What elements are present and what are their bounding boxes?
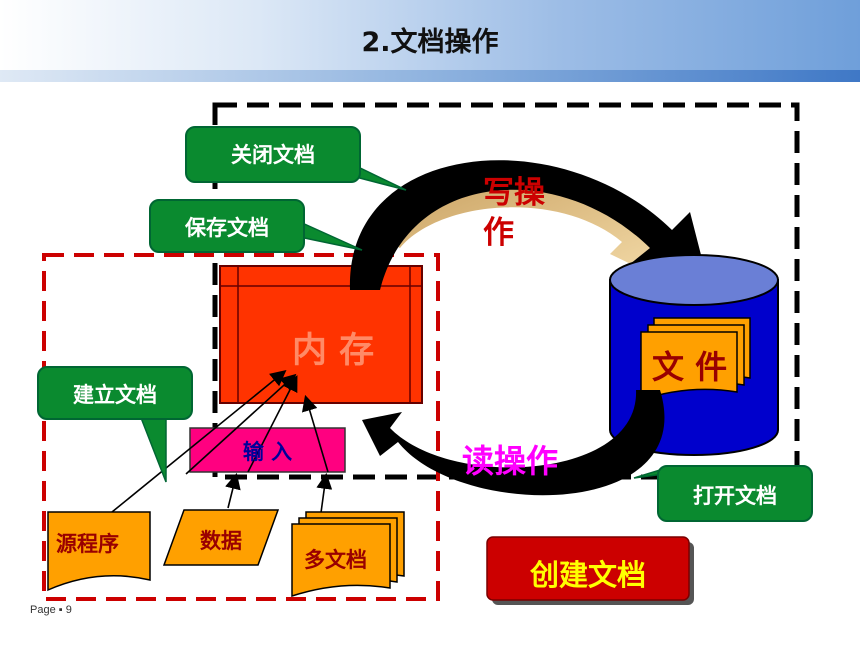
create-doc-button-shape[interactable] [486, 536, 694, 605]
memory-block [219, 265, 423, 404]
memory-region-dashed-box [212, 102, 800, 480]
page-number: Page ▪ 9 [30, 604, 72, 616]
header-bar [0, 70, 860, 82]
callout-save-doc [149, 199, 363, 253]
header-background [0, 0, 860, 82]
multi-doc-label: 多文档 [304, 548, 367, 572]
save-doc-label: 保存文档 [185, 216, 269, 240]
data-parallelogram [162, 509, 280, 566]
callout-open-doc [633, 465, 813, 522]
thin-black-arrow [185, 373, 297, 475]
read-op-label: 读操作 [462, 442, 559, 480]
thin-black-arrow [247, 375, 298, 473]
thin-black-arrow [111, 369, 287, 513]
source-program-doc-shape [47, 511, 151, 592]
black-curved-arrow-read [362, 390, 665, 496]
memory-label: 内 存 [292, 331, 375, 371]
page-title: 2.文档操作 [361, 27, 499, 58]
close-doc-label: 关闭文档 [231, 143, 315, 167]
create-doc-button-label[interactable]: 创建文档 [529, 558, 646, 592]
input-region-dashed-box [42, 253, 440, 601]
thin-black-arrow [301, 394, 329, 473]
source-program-label: 源程序 [56, 532, 119, 556]
callout-close-doc [185, 126, 407, 191]
create-doc-label: 建立文档 [73, 383, 157, 407]
write-op-label-line1: 写操 [483, 175, 545, 211]
black-curved-arrow-write [349, 160, 710, 290]
write-op-label-line2: 作 [483, 215, 514, 251]
file-stack-icon [640, 317, 751, 402]
thin-black-arrow-group [111, 369, 333, 521]
file-label: 文 件 [652, 348, 728, 386]
multi-doc-stack [291, 511, 405, 598]
thin-black-arrow [225, 472, 241, 509]
open-doc-label: 打开文档 [693, 484, 777, 508]
callout-create-doc [37, 366, 193, 483]
input-label: 输 入 [242, 440, 293, 464]
data-label: 数据 [200, 529, 242, 553]
